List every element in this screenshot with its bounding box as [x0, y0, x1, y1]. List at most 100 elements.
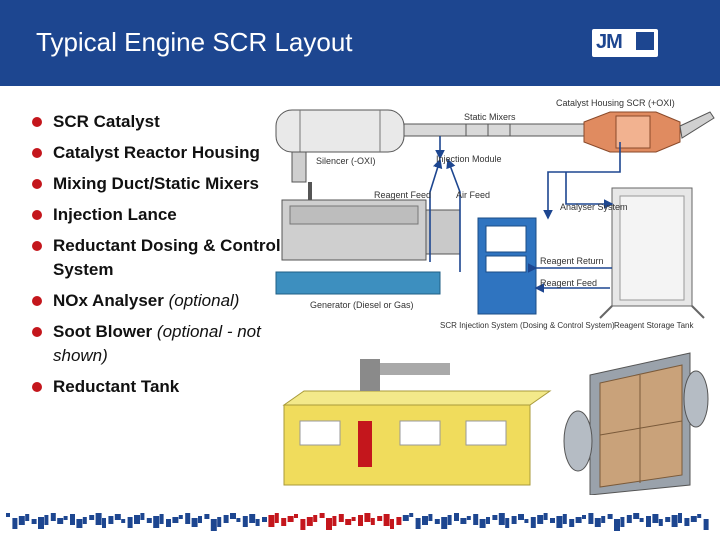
- footer-pixel: [466, 516, 471, 520]
- footer-pixel: [588, 513, 594, 524]
- footer-pixel: [434, 519, 440, 524]
- footer-pixel: [402, 515, 409, 521]
- footer-pixel: [198, 516, 202, 523]
- footer-pixel: [665, 517, 671, 522]
- label-air-feed: Air Feed: [456, 190, 490, 200]
- footer-pixel: [569, 519, 575, 527]
- footer-pixel: [684, 518, 690, 526]
- footer-pixel: [422, 516, 428, 525]
- footer-pixel: [537, 515, 544, 524]
- footer-pixel: [82, 517, 87, 524]
- footer-pixel: [614, 519, 620, 531]
- footer-pixel: [108, 516, 114, 524]
- logo-text: JM: [596, 31, 623, 53]
- footer-pixel: [319, 513, 325, 518]
- footer-pixel: [530, 517, 536, 528]
- footer-pixel: [114, 514, 121, 520]
- label-reagent-feed-top: Reagent Feed: [374, 190, 431, 200]
- footer-pixel: [262, 517, 267, 522]
- generator-shape: [275, 182, 461, 295]
- footer-pixel: [249, 514, 256, 523]
- footer-pixel: [620, 517, 625, 527]
- footer-pixel: [524, 519, 529, 523]
- footer-pixel: [639, 518, 644, 522]
- footer-pixel: [338, 514, 344, 522]
- bullet-list: SCR Catalyst Catalyst Reactor Housing Mi…: [32, 110, 282, 406]
- bullet-text: Injection Lance: [53, 205, 177, 224]
- label-catalyst-housing: Catalyst Housing SCR (+OXI): [556, 98, 675, 108]
- footer-pixel: [697, 514, 702, 518]
- bullet-text: Mixing Duct/Static Mixers: [53, 174, 259, 193]
- analyser-cabinet-shape: [611, 187, 693, 307]
- footer-pixel: [370, 518, 375, 525]
- footer-pixel: [230, 513, 236, 519]
- footer-pixel: [134, 515, 140, 524]
- footer-pixel: [153, 516, 160, 528]
- silencer-shape: [275, 109, 405, 183]
- footer-pixel: [454, 513, 459, 521]
- footer-pixel: [281, 518, 287, 526]
- footer-pixel: [18, 516, 25, 525]
- footer-pixel: [236, 518, 241, 522]
- footer-pixel: [633, 513, 640, 519]
- equipment-photos: [282, 352, 709, 495]
- footer-pixel: [300, 519, 306, 530]
- jm-logo: JM: [592, 29, 658, 57]
- footer-pixel: [658, 519, 663, 526]
- footer-pixel: [396, 517, 402, 525]
- bullet-item: NOx Analyser (optional): [32, 289, 282, 313]
- footer-pixel: [146, 518, 152, 523]
- footer-pixel: [441, 517, 448, 529]
- footer-pixel: [492, 515, 498, 520]
- bullet-note: (optional): [168, 291, 240, 310]
- bullet-text: Reductant Dosing & Control System: [53, 236, 281, 279]
- footer-pixel: [383, 514, 390, 526]
- slide-header: Typical Engine SCR Layout JM: [0, 0, 720, 86]
- footer-pixel: [102, 518, 106, 528]
- label-reagent-feed-bottom: Reagent Feed: [540, 278, 597, 288]
- bullet-note: (optional - not shown): [53, 322, 261, 365]
- footer-pixel: [703, 519, 709, 530]
- label-static-mixers: Static Mixers: [464, 112, 516, 122]
- footer-pixel: [377, 516, 383, 521]
- footer-pixel: [178, 515, 183, 519]
- footer-pixel: [601, 516, 606, 523]
- footer-pixel: [646, 516, 651, 527]
- footer-pixel: [89, 515, 95, 520]
- footer-pixel: [428, 514, 433, 521]
- footer-pixel: [473, 514, 479, 525]
- bullet-item: Mixing Duct/Static Mixers: [32, 172, 282, 196]
- footer-pixel: [217, 517, 222, 527]
- bullet-text: NOx Analyser: [53, 291, 169, 310]
- footer-pixel: [140, 513, 145, 520]
- bullet-text: Soot Blower: [53, 322, 157, 341]
- footer-pixel: [172, 517, 179, 523]
- footer-pixel: [63, 516, 68, 520]
- footer-pixel: [159, 514, 164, 524]
- footer-pixel: [210, 519, 217, 531]
- footer-pixel: [223, 515, 229, 523]
- footer-pixel: [543, 513, 548, 520]
- footer-pixel: [409, 513, 414, 517]
- footer-pixel: [242, 516, 248, 527]
- label-injection-module: Injection Module: [436, 154, 502, 164]
- flow-arrows: [429, 136, 621, 293]
- footer-pixel: [57, 518, 64, 524]
- label-analyser-system: Analyser System: [560, 202, 628, 212]
- footer-pixel: [306, 517, 313, 526]
- footer-pixel: [486, 517, 490, 524]
- footer-pixel: [255, 519, 260, 526]
- bullet-item: SCR Catalyst: [32, 110, 282, 134]
- footer-pixel: [607, 514, 613, 519]
- footer-pixel: [274, 513, 279, 523]
- bullet-item: Reductant Dosing & Control System: [32, 234, 282, 282]
- generator-enclosure-photo: [282, 359, 552, 486]
- footer-pixel: [191, 518, 198, 527]
- logo-mark-icon: [636, 32, 654, 50]
- label-scr-injection: SCR Injection System (Dosing & Control S…: [440, 321, 615, 330]
- footer-pixel: [479, 519, 486, 528]
- reagent-tank-base: [599, 305, 705, 319]
- footer-pixel: [25, 514, 30, 521]
- footer-pixel: [511, 516, 517, 524]
- footer-pixel: [204, 514, 210, 519]
